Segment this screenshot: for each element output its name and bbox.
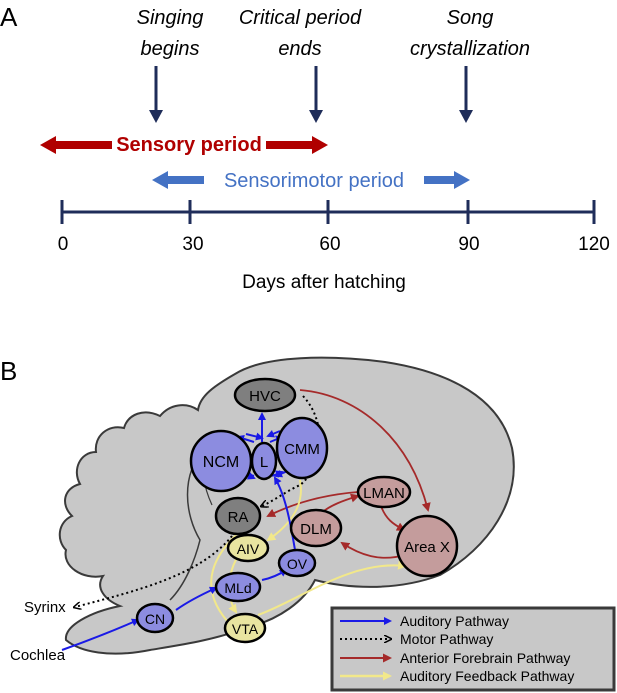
legend-label: Auditory Pathway — [400, 613, 509, 629]
event-label-line1: Singing — [137, 7, 204, 29]
syrinx-label: Syrinx — [24, 599, 66, 616]
sensorimotor-arrow-left-head — [152, 171, 168, 189]
legend-label: Auditory Feedback Pathway — [400, 668, 574, 684]
event-label-line2: begins — [141, 38, 200, 60]
sensory-arrow-right-head — [312, 136, 328, 154]
nucleus-lman: LMAN — [356, 475, 412, 509]
nucleus-dlm: DLM — [289, 508, 343, 548]
nucleus-label: CN — [145, 611, 165, 627]
axis-tick-label: 30 — [182, 234, 203, 255]
cmm-to-aiv — [266, 479, 302, 542]
nucleus-label: RA — [228, 509, 249, 526]
sensory-arrow-left-head — [40, 136, 56, 154]
nucleus-label: LMAN — [363, 485, 405, 502]
ov-to-l — [273, 476, 296, 551]
nucleus-label: HVC — [249, 388, 281, 405]
nucleus-label: CMM — [284, 441, 320, 458]
nucleus-ov: OV — [277, 548, 317, 578]
event-label-line1: Song — [447, 7, 494, 29]
panel-b: B — [0, 356, 616, 692]
nucleus-mld: MLd — [214, 571, 262, 603]
nucleus-ncm: NCM — [189, 429, 253, 493]
day-axis: 0 30 60 90 120 Days after hatching — [58, 200, 610, 293]
cochlea-to-cn — [61, 618, 140, 651]
nucleus-cn: CN — [135, 602, 175, 634]
sensory-period-label: Sensory period — [116, 134, 262, 156]
cochlea-label: Cochlea — [10, 647, 66, 664]
sensorimotor-arrow-right-head — [454, 171, 470, 189]
ncm-to-l — [245, 432, 264, 441]
axis-tick-label: 90 — [458, 234, 479, 255]
vta-to-areax — [257, 560, 407, 616]
nucleus-label: OV — [287, 556, 308, 572]
pathway-legend: Auditory Pathway Motor Pathway Anterior … — [330, 606, 616, 692]
nucleus-label: NCM — [203, 454, 239, 471]
nucleus-label: Area X — [404, 539, 450, 556]
nucleus-cmm: CMM — [275, 416, 329, 480]
cn-to-mld — [175, 586, 218, 611]
nucleus-vta: VTA — [223, 612, 267, 644]
legend-item-anterior-forebrain: Anterior Forebrain Pathway — [340, 650, 570, 666]
panel-a: A Singing begins Critical period ends So… — [0, 2, 610, 293]
brain-fold-line — [169, 447, 206, 601]
event-arrow-head — [309, 110, 323, 123]
event-arrow-head — [149, 110, 163, 123]
legend-item-motor: Motor Pathway — [340, 631, 493, 647]
sensorimotor-period-label: Sensorimotor period — [224, 170, 404, 192]
axis-tick-label: 120 — [578, 234, 610, 255]
sensory-arrow-right-bar — [266, 141, 316, 149]
axis-title: Days after hatching — [242, 272, 406, 293]
axis-tick-label: 0 — [58, 234, 69, 255]
nucleus-label: VTA — [232, 621, 259, 637]
event-label-line2: ends — [278, 38, 321, 60]
ra-to-syrinx — [75, 535, 233, 607]
nucleus-label: MLd — [224, 580, 251, 596]
sensorimotor-arrow-right-bar — [424, 176, 456, 184]
panel-a-label: A — [0, 2, 18, 32]
nucleus-label: AIV — [237, 541, 260, 557]
sensory-arrow-left-bar — [52, 141, 112, 149]
event-label-line2: crystallization — [410, 38, 530, 60]
nucleus-aiv: AIV — [226, 533, 270, 563]
nucleus-label: DLM — [300, 521, 332, 538]
legend-label: Motor Pathway — [400, 631, 493, 647]
nucleus-ra: RA — [214, 496, 262, 536]
nucleus-hvc: HVC — [233, 377, 297, 413]
motor-connections — [75, 395, 321, 607]
event-critical-period-ends: Critical period ends — [239, 7, 362, 123]
panel-b-label: B — [0, 356, 17, 386]
event-singing-begins: Singing begins — [137, 7, 204, 123]
event-arrow-head — [459, 110, 473, 123]
legend-item-auditory: Auditory Pathway — [340, 613, 509, 629]
lman-to-ra — [266, 491, 359, 517]
axis-tick-label: 60 — [319, 234, 340, 255]
sensory-period-arrow: Sensory period — [40, 134, 328, 156]
legend-item-auditory-feedback: Auditory Feedback Pathway — [340, 668, 574, 684]
sensorimotor-period-arrow: Sensorimotor period — [152, 170, 470, 192]
cmm-to-l — [266, 430, 281, 438]
legend-label: Anterior Forebrain Pathway — [400, 650, 570, 666]
nucleus-area-x: Area X — [395, 514, 459, 578]
event-label-line1: Critical period — [239, 7, 362, 29]
event-song-crystallization: Song crystallization — [410, 7, 530, 123]
nucleus-l: L — [250, 441, 278, 481]
sensorimotor-arrow-left-bar — [166, 176, 204, 184]
hvc-to-areax — [299, 389, 431, 512]
nucleus-label: L — [260, 454, 268, 471]
